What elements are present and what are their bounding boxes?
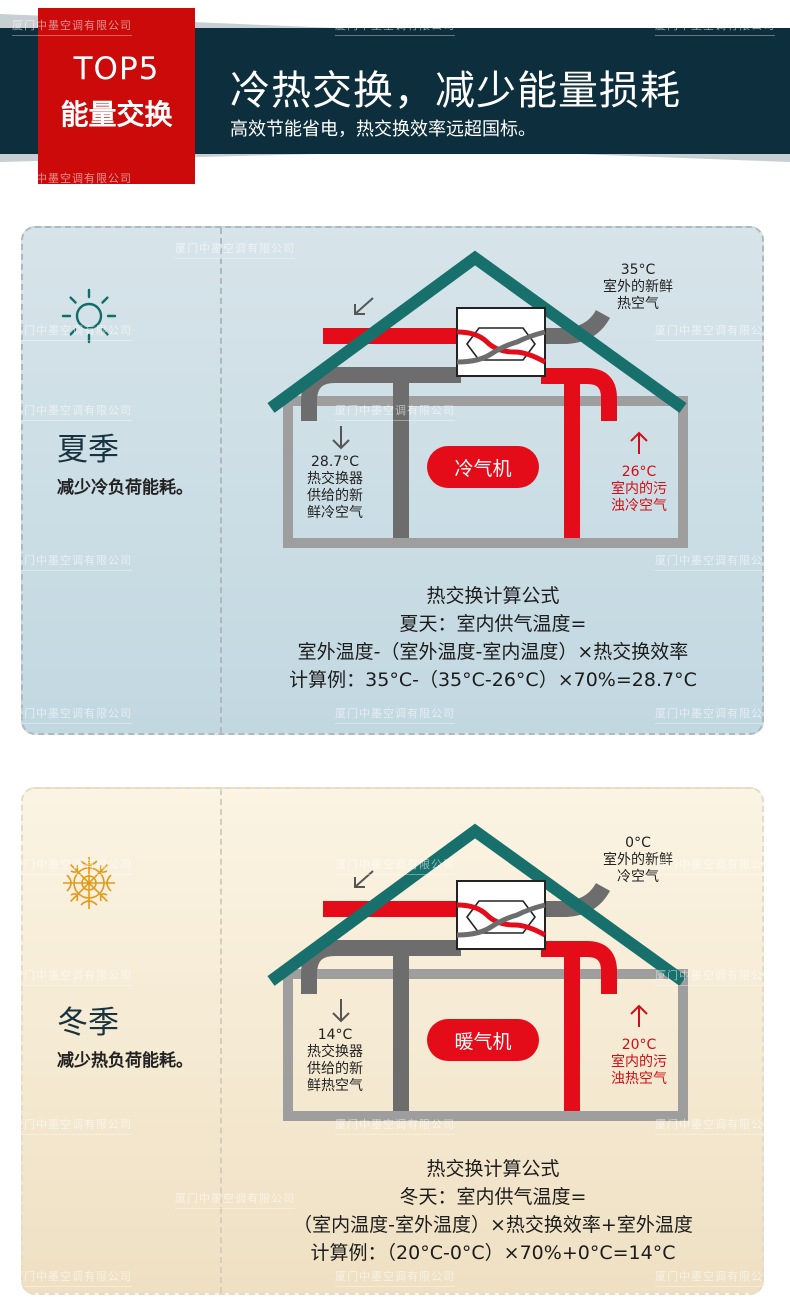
formula-title: 热交换计算公式: [426, 1158, 560, 1180]
formula-example: 计算例：（20°C-0°C）×70%+0°C=14°C: [310, 1242, 676, 1264]
outdoor-label-line: 室外的新鲜: [603, 852, 673, 868]
outdoor-air-label: 0°C 室外的新鲜 冷空气: [603, 835, 673, 886]
supply-label-line: 供给的新: [307, 488, 363, 504]
formula-example: 计算例：35°C-（35°C-26°C）×70%=28.7°C: [289, 669, 697, 691]
watermark: 厦门中墨空调有限公司: [655, 170, 775, 189]
page-subtitle: 高效节能省电，热交换效率远超国标。: [230, 119, 536, 140]
appliance-badge: 冷气机: [427, 446, 539, 488]
formula-line: （室内温度-室外温度）×热交换效率+室外温度: [293, 1214, 693, 1236]
ventilation-diagram: 35°C 室外的新鲜 热空气 28.7°C 热交换器 供给的新 鲜冷空气 26°…: [251, 248, 741, 578]
indoor-label-line: 室内的污: [611, 481, 667, 497]
formula-title: 热交换计算公式: [426, 585, 560, 607]
supply-label-line: 热交换器: [307, 1044, 363, 1060]
winter-card: 冬季 减少热负荷能耗。 0°C 室外的新鲜: [21, 787, 764, 1295]
supply-temp: 28.7°C: [311, 454, 359, 470]
house-illustration: [267, 823, 688, 1121]
house-illustration: [267, 250, 688, 548]
indoor-label-line: 浊冷空气: [611, 498, 667, 514]
formula-line: 夏天：室内供气温度=: [399, 613, 587, 635]
outdoor-label-line: 冷空气: [617, 869, 659, 885]
formula-line: 室外温度-（室外温度-室内温度）×热交换效率: [297, 641, 689, 663]
outdoor-label-line: 热空气: [617, 296, 659, 312]
indoor-temp: 20°C: [621, 1037, 657, 1053]
page-title: 冷热交换，减少能量损耗: [230, 68, 681, 114]
indoor-air-label: 20°C 室内的污 浊热空气: [611, 1037, 667, 1088]
supply-temp: 14°C: [317, 1027, 353, 1043]
outdoor-label-line: 室外的新鲜: [603, 279, 673, 295]
sun-icon: [61, 288, 117, 344]
formula-block: 热交换计算公式 冬天：室内供气温度= （室内温度-室外温度）×热交换效率+室外温…: [223, 1155, 762, 1267]
season-name: 夏季: [57, 432, 119, 468]
ventilation-diagram: 0°C 室外的新鲜 冷空气 14°C 热交换器 供给的新 鲜热空气 20°C 室…: [251, 821, 741, 1151]
card-divider: [220, 228, 222, 733]
summer-card: 夏季 减少冷负荷能耗。: [21, 226, 764, 735]
indoor-temp: 26°C: [621, 464, 657, 480]
season-description: 减少冷负荷能耗。: [57, 478, 193, 498]
tag-top-text: TOP5: [73, 51, 160, 87]
tag-bottom-text: 能量交换: [60, 98, 173, 131]
outdoor-temp: 0°C: [625, 835, 651, 851]
watermark: 厦门中墨空调有限公司: [335, 170, 455, 189]
supply-label-line: 鲜热空气: [307, 1078, 363, 1094]
supply-label-line: 供给的新: [307, 1061, 363, 1077]
supply-air-label: 14°C 热交换器 供给的新 鲜热空气: [307, 1027, 363, 1095]
formula-line: 冬天：室内供气温度=: [399, 1186, 587, 1208]
supply-label-line: 鲜冷空气: [307, 505, 363, 521]
indoor-label-line: 浊热空气: [611, 1071, 667, 1087]
season-description: 减少热负荷能耗。: [57, 1051, 193, 1071]
snowflake-icon: [63, 857, 115, 909]
supply-air-label: 28.7°C 热交换器 供给的新 鲜冷空气: [307, 454, 363, 522]
indoor-air-label: 26°C 室内的污 浊冷空气: [611, 464, 667, 515]
card-divider: [220, 789, 222, 1293]
outdoor-air-label: 35°C 室外的新鲜 热空气: [603, 262, 673, 313]
outdoor-temp: 35°C: [620, 262, 656, 278]
indoor-label-line: 室内的污: [611, 1054, 667, 1070]
season-name: 冬季: [57, 1005, 119, 1041]
top5-tag: TOP5 能量交换: [38, 8, 195, 184]
formula-block: 热交换计算公式 夏天：室内供气温度= 室外温度-（室外温度-室内温度）×热交换效…: [223, 582, 762, 694]
appliance-badge: 暖气机: [427, 1019, 539, 1061]
supply-label-line: 热交换器: [307, 471, 363, 487]
